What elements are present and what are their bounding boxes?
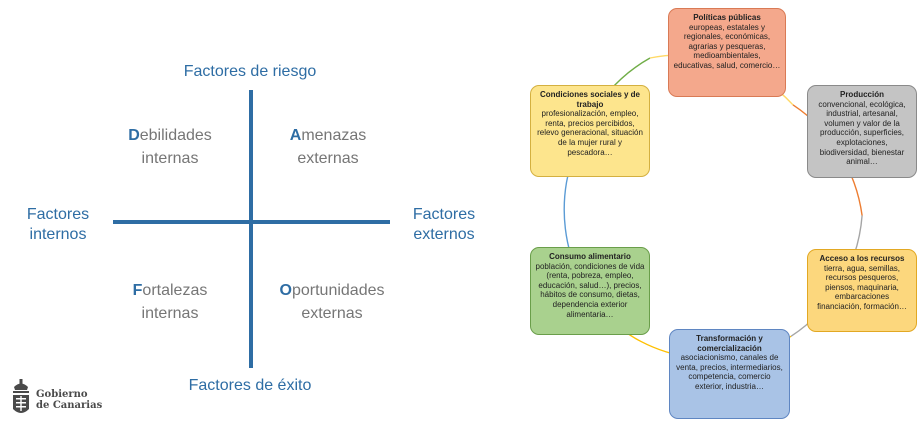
box-condiciones-sociales: Condiciones sociales y de trabajo profes…	[530, 85, 650, 177]
right-axis-label-line2: externos	[413, 226, 475, 243]
quadrant-line2: internas	[141, 305, 199, 322]
box-title: Acceso a los recursos	[819, 254, 905, 263]
box-body: europeas, estatales y regionales, económ…	[673, 22, 781, 70]
quadrant-fortalezas: Fortalezas internas	[100, 279, 240, 325]
left-axis-label: Factores internos	[18, 205, 98, 245]
box-body: tierra, agua, semillas, recursos pesquer…	[817, 263, 907, 311]
quadrant-word: ortalezas	[142, 282, 208, 299]
box-title: Condiciones sociales y de trabajo	[539, 90, 641, 109]
box-consumo-alimentario: Consumo alimentario población, condicion…	[530, 247, 650, 335]
quadrant-debilidades: Debilidades internas	[100, 124, 240, 170]
box-body: convencional, ecológica, industrial, art…	[818, 99, 906, 167]
top-axis-label: Factores de riesgo	[183, 63, 317, 80]
quadrant-initial: A	[289, 127, 302, 144]
right-axis-label-line1: Factores	[412, 206, 476, 223]
right-axis-label: Factores externos	[400, 205, 488, 245]
box-body: profesionalización, empleo, renta, preci…	[537, 109, 643, 157]
box-title: Transformación y comercialización	[696, 334, 763, 353]
quadrant-line2: externas	[297, 150, 359, 167]
box-title: Políticas públicas	[693, 13, 761, 22]
quadrant-initial: D	[128, 127, 140, 144]
bottom-axis-label: Factores de éxito	[188, 377, 312, 394]
quadrant-initial: F	[132, 282, 143, 299]
quadrant-line2: externas	[301, 305, 363, 322]
quadrant-amenazas: Amenazas externas	[258, 124, 398, 170]
left-axis-label-line1: Factores	[26, 206, 90, 223]
left-axis-label-line2: internos	[29, 226, 87, 243]
gobierno-logo: Gobierno de Canarias	[8, 379, 128, 423]
box-body: asociacionismo, canales de venta, precio…	[676, 353, 783, 391]
quadrant-line2: internas	[141, 150, 199, 167]
box-title: Producción	[839, 90, 884, 99]
quadrant-initial: O	[279, 282, 292, 299]
quadrant-word: menazas	[301, 127, 367, 144]
logo-line2: de Canarias	[36, 400, 103, 411]
box-title: Consumo alimentario	[549, 252, 631, 261]
logo-line1: Gobierno	[36, 389, 88, 400]
vertical-axis	[249, 90, 253, 368]
box-acceso-recursos: Acceso a los recursos tierra, agua, semi…	[807, 249, 917, 332]
box-transformacion-comercializacion: Transformación y comercialización asocia…	[669, 329, 790, 419]
box-body: población, condiciones de vida (renta, p…	[535, 261, 645, 319]
box-produccion: Producción convencional, ecológica, indu…	[807, 85, 917, 178]
quadrant-word: ebilidades	[139, 127, 212, 144]
box-politicas-publicas: Políticas públicas europeas, estatales y…	[668, 8, 786, 97]
quadrant-oportunidades: Oportunidades externas	[252, 279, 412, 325]
coat-of-arms-icon	[13, 379, 29, 413]
quadrant-word: portunidades	[291, 282, 385, 299]
horizontal-axis	[113, 220, 390, 224]
